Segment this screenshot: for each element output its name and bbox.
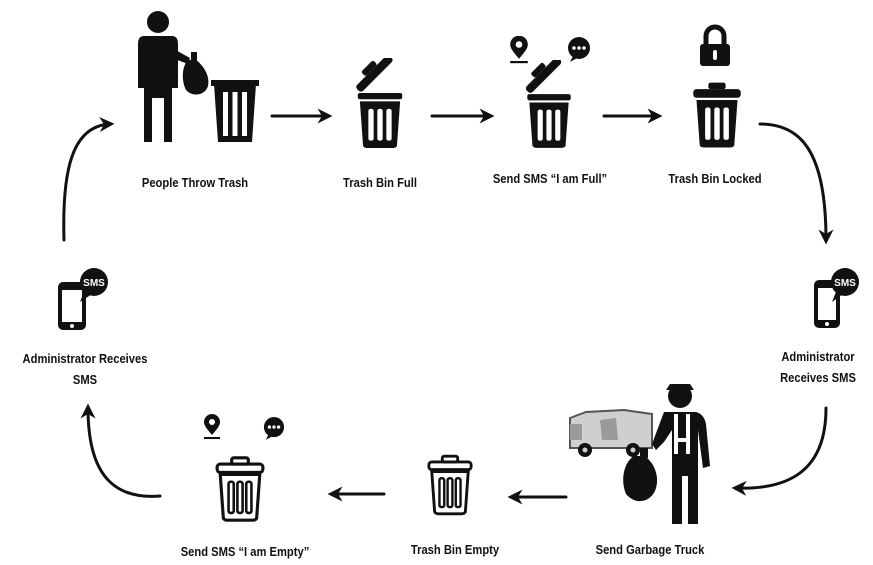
label-send-garbage-truck: Send Garbage Truck xyxy=(586,541,715,559)
label-send-sms-empty: Send SMS “I am Empty” xyxy=(168,543,323,561)
label-trash-bin-empty: Trash Bin Empty xyxy=(399,541,511,559)
sms-bubble-text-right: SMS xyxy=(834,278,856,289)
location-pin-icon-bottom xyxy=(204,414,220,439)
phone-sms-icon-right: SMS xyxy=(814,268,859,328)
trash-bin-empty-icon xyxy=(429,456,471,514)
trash-bin-empty-sending-icon xyxy=(217,458,263,520)
trash-bin-sending-icon xyxy=(520,52,571,148)
trash-bin-locked-icon xyxy=(693,83,741,148)
arrow-admin-to-throw xyxy=(64,124,110,240)
chat-bubble-icon-bottom xyxy=(264,417,284,440)
trash-bin-full-icon xyxy=(350,50,402,148)
garbage-truck-icon xyxy=(570,410,652,457)
label-admin-receives-right-line1: Administrator xyxy=(771,348,866,366)
person-icon xyxy=(138,11,208,142)
label-trash-bin-full: Trash Bin Full xyxy=(328,174,431,192)
chat-bubble-icon-top xyxy=(568,37,590,62)
location-pin-icon-top xyxy=(510,36,528,64)
phone-sms-icon-left: SMS xyxy=(58,268,108,330)
arrow-sms-to-admin xyxy=(88,408,160,496)
label-admin-receives-right-line2: Receives SMS xyxy=(771,369,866,387)
label-admin-receives-left-line1: Administrator Receives xyxy=(12,350,158,368)
label-admin-receives-left-line2: SMS xyxy=(12,371,158,389)
trash-bin-icon-step1 xyxy=(211,80,259,142)
label-people-throw-trash: People Throw Trash xyxy=(122,174,268,192)
label-send-sms-full: Send SMS “I am Full” xyxy=(481,170,619,188)
label-trash-bin-locked: Trash Bin Locked xyxy=(659,170,771,188)
sms-bubble-text-left: SMS xyxy=(83,278,105,289)
arrow-admin-to-truck xyxy=(736,408,826,488)
lock-icon xyxy=(700,27,730,66)
